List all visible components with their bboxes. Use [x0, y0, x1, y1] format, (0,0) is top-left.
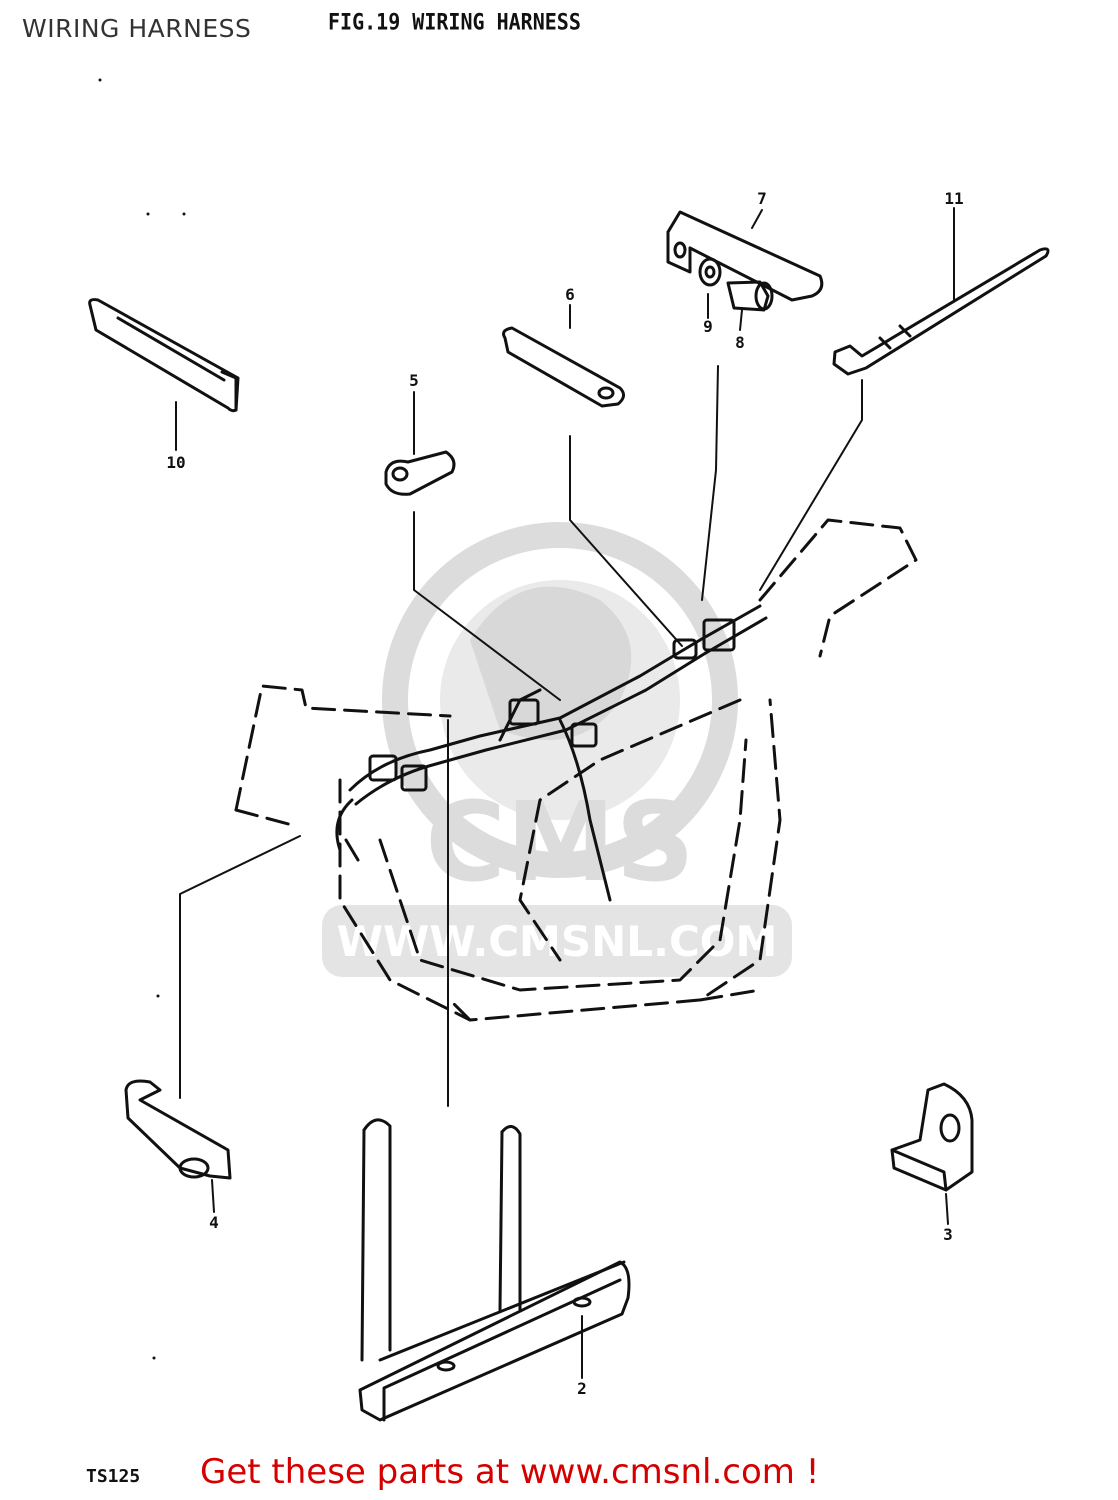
part-6-strap [502, 326, 625, 408]
callout-2: 2 [577, 1379, 587, 1398]
leader-lines [175, 207, 955, 1379]
callout-11: 11 [944, 189, 963, 208]
watermark-logo-text: CMS [425, 778, 694, 906]
page-title: WIRING HARNESS [22, 14, 252, 43]
part-7-bracket [666, 210, 824, 302]
callout-10: 10 [166, 453, 185, 472]
model-code: TS125 [86, 1466, 141, 1487]
callout-7: 7 [757, 189, 767, 208]
parts-link[interactable]: Get these parts at www.cmsnl.com ! [200, 1452, 820, 1492]
part-10-clamp-band [88, 298, 240, 413]
wiring-harness-main [335, 604, 768, 902]
part-4-bracket [124, 1079, 232, 1180]
part-8-bolt [726, 280, 774, 312]
part-3-angle-bracket [890, 1082, 974, 1192]
callout-3: 3 [943, 1225, 953, 1244]
callout-labels: 7 11 6 9 8 5 10 4 3 2 [166, 189, 963, 1398]
part-9-washer [698, 257, 722, 287]
callout-8: 8 [735, 333, 745, 352]
callout-9: 9 [703, 317, 713, 336]
scan-specks [98, 78, 186, 1360]
callout-5: 5 [409, 371, 419, 390]
callout-6: 6 [565, 285, 575, 304]
callout-4: 4 [209, 1213, 219, 1232]
figure-title: FIG.19 WIRING HARNESS [328, 8, 581, 36]
part-11-cable-tie [832, 247, 1050, 376]
watermark-url: WWW.CMSNL.COM [337, 917, 778, 966]
part-5-clamp [384, 450, 456, 496]
frame-phantom [234, 518, 918, 1022]
part-2-guard [358, 1118, 631, 1422]
